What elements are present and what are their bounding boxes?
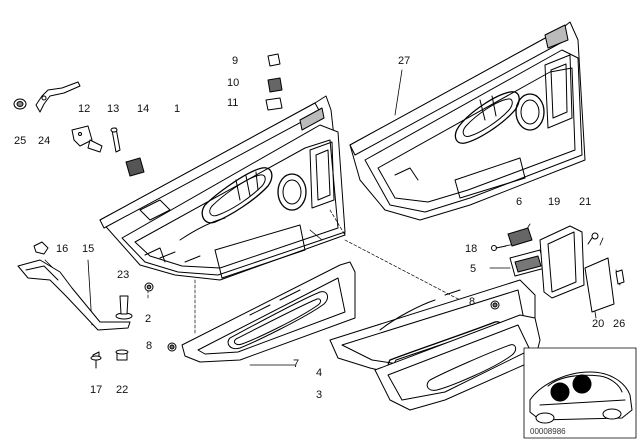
label-part-15: 15 — [82, 243, 95, 255]
label-part-19: 19 — [548, 196, 561, 208]
label-part-26: 26 — [613, 318, 626, 330]
cap-part-9 — [267, 53, 281, 67]
label-part-1: 1 — [174, 103, 181, 115]
hinge-part-12 — [71, 125, 103, 153]
label-part-2: 2 — [145, 313, 152, 325]
left-lower-trim-panel — [181, 261, 356, 363]
switch-part-6 — [507, 227, 533, 247]
label-part-21: 21 — [579, 196, 592, 208]
label-part-8-right: 8 — [469, 296, 476, 308]
switch-part-14 — [125, 157, 145, 177]
label-part-25: 25 — [14, 135, 27, 147]
label-part-5: 5 — [470, 263, 477, 275]
label-part-18: 18 — [465, 243, 478, 255]
label-part-24: 24 — [38, 135, 51, 147]
nut-part-22 — [115, 349, 129, 361]
screw-part-17 — [90, 351, 102, 369]
label-part-27: 27 — [398, 55, 411, 67]
label-part-17: 17 — [90, 384, 103, 396]
label-part-6: 6 — [516, 196, 523, 208]
label-part-12: 12 — [78, 103, 91, 115]
clip-part-25 — [13, 98, 27, 110]
label-part-4: 4 — [316, 367, 323, 379]
image-code: 00008986 — [530, 427, 566, 436]
right-door-panel — [349, 21, 586, 221]
clip-part-8-right — [490, 300, 500, 310]
pin-part-13 — [110, 127, 121, 153]
label-part-8-left: 8 — [146, 340, 153, 352]
label-part-13: 13 — [107, 103, 120, 115]
label-part-11: 11 — [227, 97, 239, 109]
switch-housing-part-5 — [509, 249, 546, 277]
label-part-14: 14 — [137, 103, 150, 115]
cap-part-10 — [267, 77, 283, 93]
cover-part-20 — [584, 257, 615, 313]
bracket-part-24 — [35, 81, 81, 113]
nut-part-2 — [144, 282, 154, 292]
label-part-9: 9 — [232, 55, 239, 67]
label-part-10: 10 — [227, 77, 240, 89]
cap-part-11 — [265, 97, 283, 111]
left-door-panel — [99, 95, 346, 281]
screw-part-26 — [615, 269, 625, 285]
label-part-16: 16 — [56, 243, 69, 255]
label-part-3: 3 — [316, 389, 323, 401]
screw-part-23 — [115, 295, 133, 320]
label-part-20: 20 — [592, 318, 605, 330]
label-part-22: 22 — [116, 384, 129, 396]
seal-strip-part-15 — [17, 259, 131, 331]
screw-part-21 — [587, 232, 599, 245]
vehicle-locator-inset — [523, 347, 637, 439]
label-part-23: 23 — [117, 269, 130, 281]
screw-part-18 — [491, 245, 507, 251]
clip-part-16 — [33, 241, 49, 255]
label-part-7: 7 — [293, 358, 300, 370]
storage-box-part-19 — [539, 225, 585, 299]
clip-part-8-left — [167, 342, 177, 352]
